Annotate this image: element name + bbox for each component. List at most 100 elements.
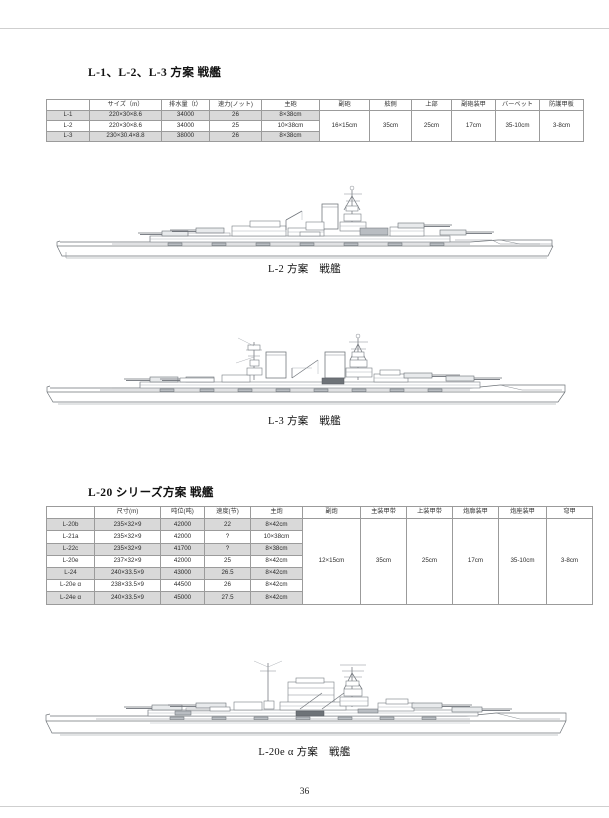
- forward-turrets: [124, 702, 231, 712]
- table-row: L-21a 235×32×9 42000 ? 10×38cm: [46, 530, 593, 544]
- table2-header-speed: 速度(节): [204, 505, 251, 520]
- aft-funnel: [324, 351, 346, 379]
- bridge-block: [279, 677, 347, 711]
- table1-cell-upper: 25cm: [411, 109, 452, 143]
- table1-row-name: L-3: [46, 130, 90, 143]
- aft-turrets: [403, 372, 502, 382]
- table1-header-upper: 上部: [411, 99, 452, 111]
- table-row: L-20b 235×32×9 42000 22 8×42cm 12×15cm 3…: [46, 518, 593, 605]
- page-number: 36: [299, 787, 310, 797]
- aft-turrets: [397, 222, 494, 236]
- table1-cell-speed: 26: [209, 130, 262, 143]
- table-row: L-1 220×30×8.6 34000 26 8×38cm 16×15cm 3…: [46, 109, 584, 143]
- figure-l3-profile: [0, 316, 609, 408]
- table-row: 尺寸(m) 吨位(吨) 速度(节) 主炮 副炮 主装甲带 上装甲带 炮廓装甲 炮…: [46, 505, 593, 520]
- table1-corner: [46, 99, 90, 111]
- table1-cell-speed: 25: [209, 120, 262, 132]
- casemate-ports: [167, 242, 445, 246]
- table2-cell-speed: 22: [204, 518, 251, 532]
- table2-header-casemate-armor: 炮廓装甲: [452, 505, 499, 520]
- table2-cell-speed: ?: [204, 530, 251, 544]
- table2-cell-size: 237×32×9: [94, 554, 161, 568]
- section-title-l20-series: L-20 シリーズ方案 戦艦: [88, 487, 214, 499]
- table1-header-main-gun: 主砲: [261, 99, 320, 111]
- table2-header-size: 尺寸(m): [94, 505, 161, 520]
- table1-cell-displacement: 34000: [161, 120, 210, 132]
- table2-header-secondary-gun: 副炮: [302, 505, 361, 520]
- ship-drawing-l3: [46, 333, 566, 405]
- table-row: サイズ（m） 排水量（t） 速力(ノット) 主砲 副砲 舷側 上部 副砲装甲 バ…: [46, 99, 584, 111]
- forward-funnel: [265, 351, 287, 379]
- aft-turrets: [411, 702, 512, 713]
- ship-drawing-l2: [56, 185, 554, 259]
- table2-cell-displacement: 45000: [160, 591, 205, 605]
- page-bottom-rule: [0, 806, 609, 807]
- table1-cell-protective-deck: 3-8cm: [539, 109, 584, 143]
- table2-row-name: L-24: [46, 566, 95, 581]
- table1-cell-barbette: 35-10cm: [495, 109, 540, 143]
- table1-header-displacement: 排水量（t）: [161, 99, 210, 111]
- table2-row-name: L-20b: [46, 518, 95, 532]
- table1-row-name: L-2: [46, 120, 90, 132]
- table1-cell-speed: 26: [209, 109, 262, 122]
- table1-header-barbette: バーベット: [495, 99, 540, 111]
- figure-l20e-alpha-profile: [0, 645, 609, 740]
- fore-mast: [235, 337, 263, 380]
- table1-cell-size: 220×30×8.6: [89, 120, 162, 132]
- table1-header-size: サイズ（m）: [89, 99, 162, 111]
- casemate-ports: [159, 388, 443, 392]
- table2-cell-main-gun: 8×42cm: [250, 518, 303, 532]
- table1-row-name: L-1: [46, 109, 90, 122]
- table1-header-belt: 舷側: [369, 99, 412, 111]
- table2-row-name: L-22c: [46, 542, 95, 556]
- section-title-l1-l2-l3: L-1、L-2、L-3 方案 戦艦: [88, 67, 222, 79]
- table1-cell-secondary-armor: 17cm: [451, 109, 496, 143]
- table2-corner: [46, 505, 95, 520]
- table2-cell-casemate-armor: 17cm: [452, 518, 499, 605]
- table1-cell-size: 220×30×8.6: [89, 109, 162, 122]
- table2-cell-size: 238×33.5×9: [94, 579, 161, 593]
- table1-cell-main-gun: 8×38cm: [261, 109, 320, 122]
- table2-cell-main-gun: 8×38cm: [250, 542, 303, 556]
- table1-header-protective-deck: 防護甲板: [539, 99, 584, 111]
- table2-cell-size: 240×33.5×9: [94, 566, 161, 581]
- page-top-rule: [0, 28, 609, 29]
- table2-row-name: L-20e: [46, 554, 95, 568]
- table2-row-name: L-24e α: [46, 591, 95, 605]
- ship-drawing-l20e-alpha: [45, 660, 567, 736]
- table2-cell-size: 240×33.5×9: [94, 591, 161, 605]
- figure-caption-l20e-alpha: L-20e α 方案 戦艦: [258, 747, 351, 758]
- table2-cell-size: 235×32×9: [94, 518, 161, 532]
- table-row: L-20e α 238×33.5×9 44500 26 8×42cm: [46, 579, 593, 593]
- spec-table-l1-l2-l3: サイズ（m） 排水量（t） 速力(ノット) 主砲 副砲 舷側 上部 副砲装甲 バ…: [46, 99, 584, 143]
- table2-header-barbette-armor: 炮座装甲: [498, 505, 547, 520]
- casemate-ports: [169, 716, 437, 720]
- table2-cell-speed: 27.5: [204, 591, 251, 605]
- table2-cell-main-gun: 8×42cm: [250, 579, 303, 593]
- table2-cell-speed: 25: [204, 554, 251, 568]
- table2-cell-displacement: 44500: [160, 579, 205, 593]
- table2-cell-displacement: 43000: [160, 566, 205, 581]
- table2-row-name: L-20e α: [46, 579, 95, 593]
- table-row: L-24e α 240×33.5×9 45000 27.5 8×42cm: [46, 591, 593, 605]
- table2-header-armor-deck: 穹甲: [546, 505, 593, 520]
- table1-header-secondary-gun: 副砲: [319, 99, 370, 111]
- table2-header-main-gun: 主炮: [250, 505, 303, 520]
- table1-header-speed: 速力(ノット): [209, 99, 262, 111]
- table2-cell-barbette-armor: 35-10cm: [498, 518, 547, 605]
- table2-cell-speed: ?: [204, 542, 251, 556]
- fore-pole-mast: [253, 660, 283, 710]
- table2-row-name: L-21a: [46, 530, 95, 544]
- table1-cell-size: 230×30.4×8.8: [89, 130, 162, 143]
- spec-table-l20-series: 尺寸(m) 吨位(吨) 速度(节) 主炮 副炮 主装甲带 上装甲带 炮廓装甲 炮…: [46, 505, 593, 605]
- table2-header-displacement: 吨位(吨): [160, 505, 205, 520]
- figure-caption-l3: L-3 方案 戦艦: [268, 416, 341, 427]
- table1-cell-displacement: 34000: [161, 109, 210, 122]
- table2-cell-main-belt: 35cm: [360, 518, 407, 605]
- table1-cell-main-gun: 10×38cm: [261, 120, 320, 132]
- figure-caption-l2: L-2 方案 戦艦: [268, 264, 341, 275]
- table1-header-secondary-armor: 副砲装甲: [451, 99, 496, 111]
- table-row: L-2 220×30×8.6 34000 25 10×38cm: [46, 120, 584, 132]
- table2-cell-secondary-gun: 12×15cm: [302, 518, 361, 605]
